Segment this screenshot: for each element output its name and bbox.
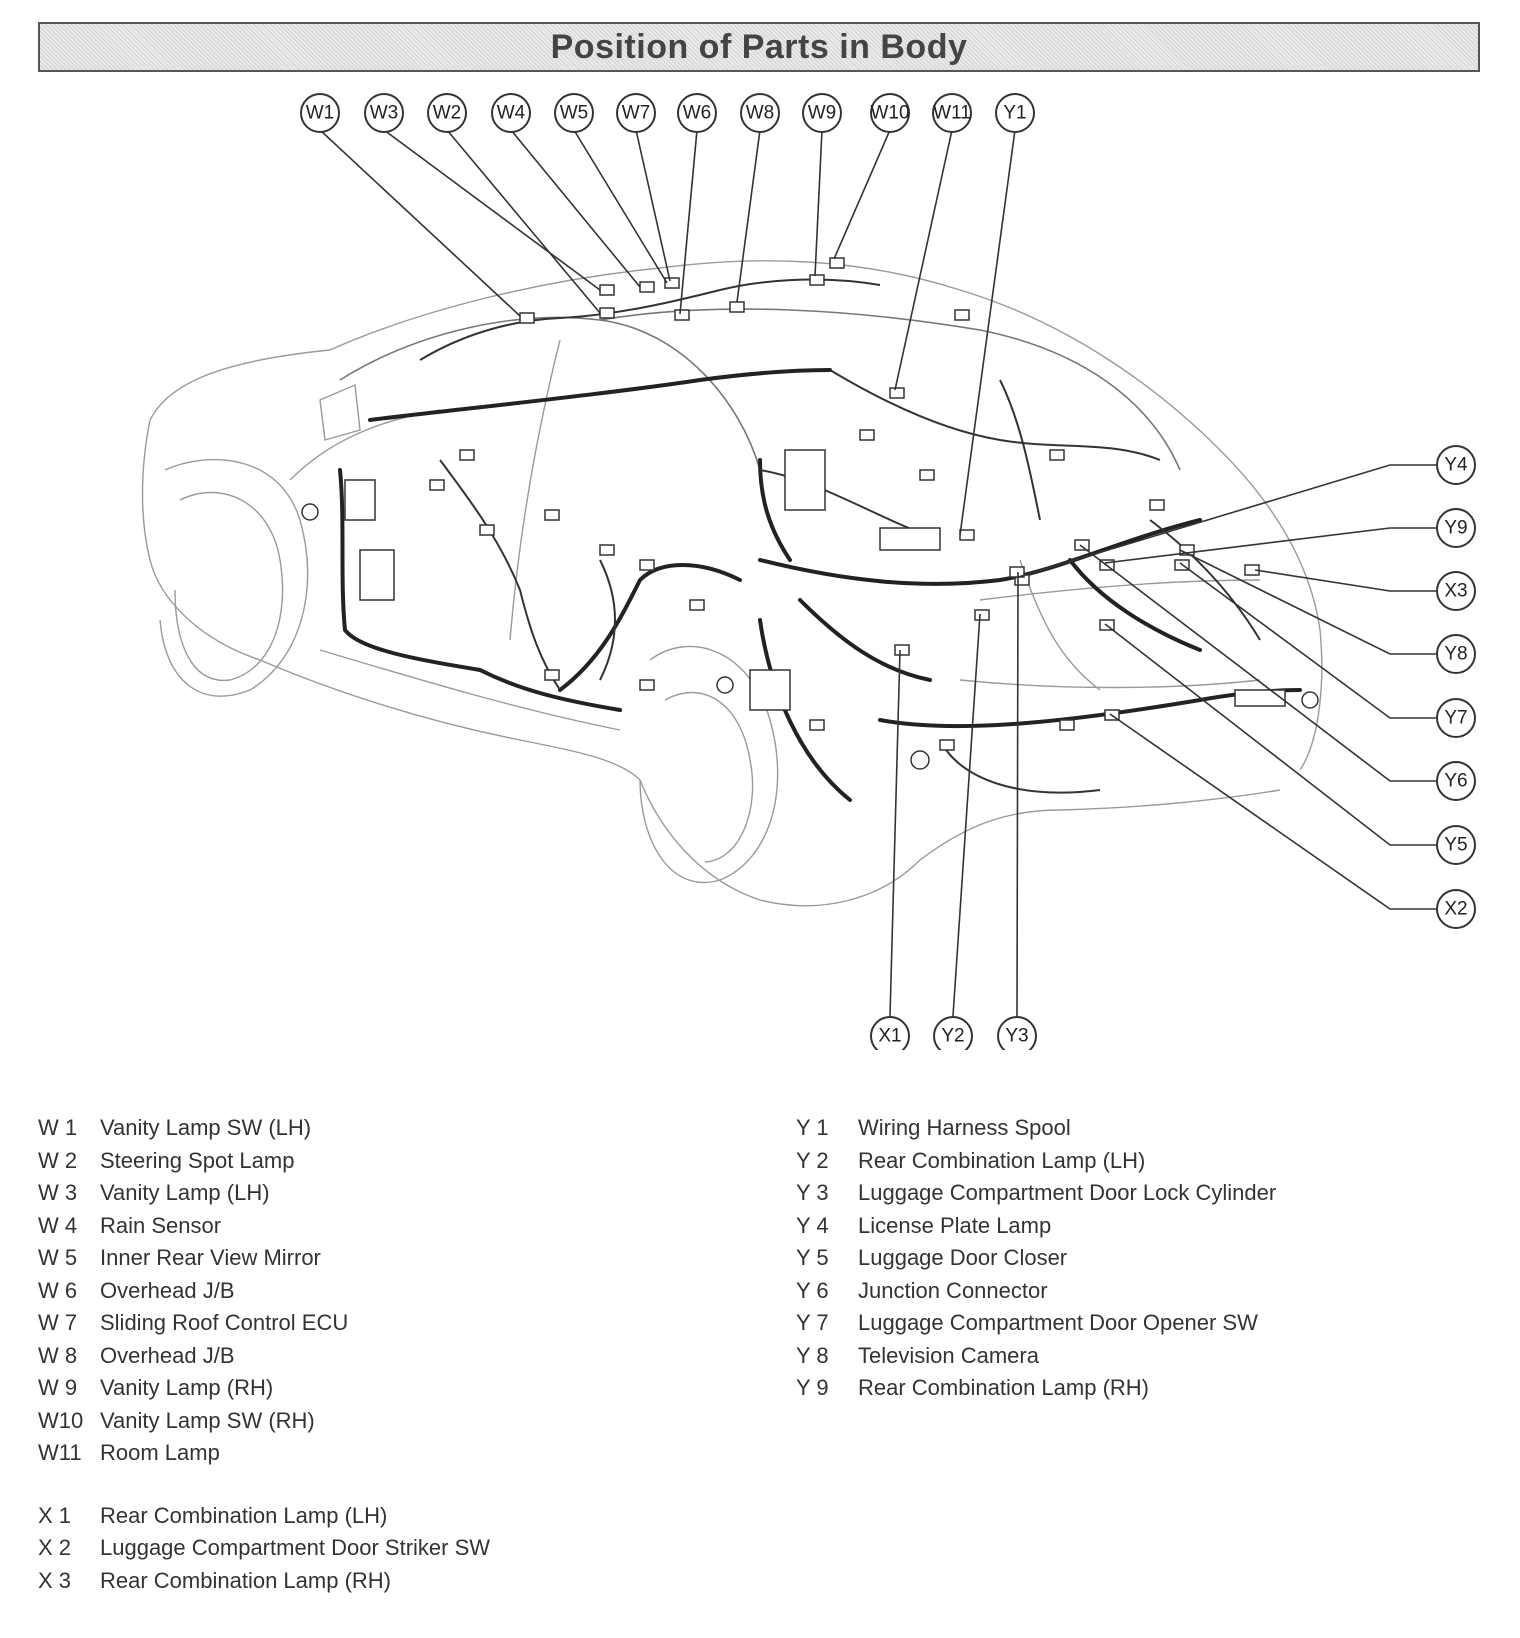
callout-x2: X2 [1436, 889, 1476, 929]
svg-text:Y4: Y4 [1444, 455, 1468, 476]
callout-w2: W2 [427, 93, 467, 133]
callout-w11: W11 [932, 93, 972, 133]
svg-text:W10: W10 [870, 103, 909, 124]
callout-w3: W3 [364, 93, 404, 133]
svg-text:W2: W2 [433, 103, 462, 124]
svg-text:W9: W9 [808, 103, 837, 124]
svg-text:W6: W6 [683, 103, 712, 124]
svg-text:W3: W3 [370, 103, 399, 124]
svg-text:Y9: Y9 [1444, 518, 1467, 539]
callout-x1: X1 [870, 1016, 910, 1050]
connectors [301, 257, 1319, 770]
svg-text:W1: W1 [306, 103, 335, 124]
svg-text:Y7: Y7 [1444, 708, 1467, 729]
callout-y8: Y8 [1436, 634, 1476, 674]
callout-w5: W5 [554, 93, 594, 133]
svg-text:W4: W4 [497, 103, 526, 124]
callout-w7: W7 [616, 93, 656, 133]
top-callouts: W1 W3 W2 W4 W5 W7 W6 W8 W9 W10 W11 Y1 [300, 93, 1035, 133]
right-callouts: Y4 Y9 X3 Y8 Y7 Y6 Y5 X2 [1436, 445, 1476, 929]
car-wiring-diagram: W1 W3 W2 W4 W5 W7 W6 W8 W9 W10 W11 Y1 Y4… [141, 93, 1476, 1050]
page-title: Position of Parts in Body [550, 27, 968, 66]
title-bar: Position of Parts in Body [38, 22, 1480, 72]
callout-y7: Y7 [1436, 698, 1476, 738]
svg-text:W8: W8 [746, 103, 775, 124]
svg-text:X2: X2 [1444, 899, 1467, 920]
callout-y3: Y3 [997, 1016, 1037, 1050]
callout-w1: W1 [300, 93, 340, 133]
svg-text:X1: X1 [878, 1026, 901, 1047]
callout-y5: Y5 [1436, 825, 1476, 865]
callout-w4: W4 [491, 93, 531, 133]
svg-text:W7: W7 [622, 103, 651, 124]
svg-text:Y6: Y6 [1444, 771, 1467, 792]
callout-y4: Y4 [1436, 445, 1476, 485]
callout-w10: W10 [870, 93, 910, 133]
svg-text:X3: X3 [1444, 581, 1467, 602]
svg-text:W5: W5 [560, 103, 589, 124]
svg-text:Y1: Y1 [1003, 103, 1026, 124]
callout-w9: W9 [802, 93, 842, 133]
leader-lines [319, 129, 1436, 1017]
callout-y2: Y2 [933, 1016, 973, 1050]
callout-y6: Y6 [1436, 761, 1476, 801]
car-body-outline [141, 260, 1323, 907]
bottom-callouts: X1 Y2 Y3 [870, 1016, 1037, 1050]
svg-text:Y8: Y8 [1444, 644, 1467, 665]
callout-w6: W6 [677, 93, 717, 133]
callout-y9: Y9 [1436, 508, 1476, 548]
callout-y1: Y1 [995, 93, 1035, 133]
svg-text:W11: W11 [933, 103, 971, 124]
svg-text:Y5: Y5 [1444, 835, 1467, 856]
callout-x3: X3 [1436, 571, 1476, 611]
svg-text:Y2: Y2 [941, 1026, 964, 1047]
svg-text:Y3: Y3 [1005, 1026, 1028, 1047]
callout-w8: W8 [740, 93, 780, 133]
